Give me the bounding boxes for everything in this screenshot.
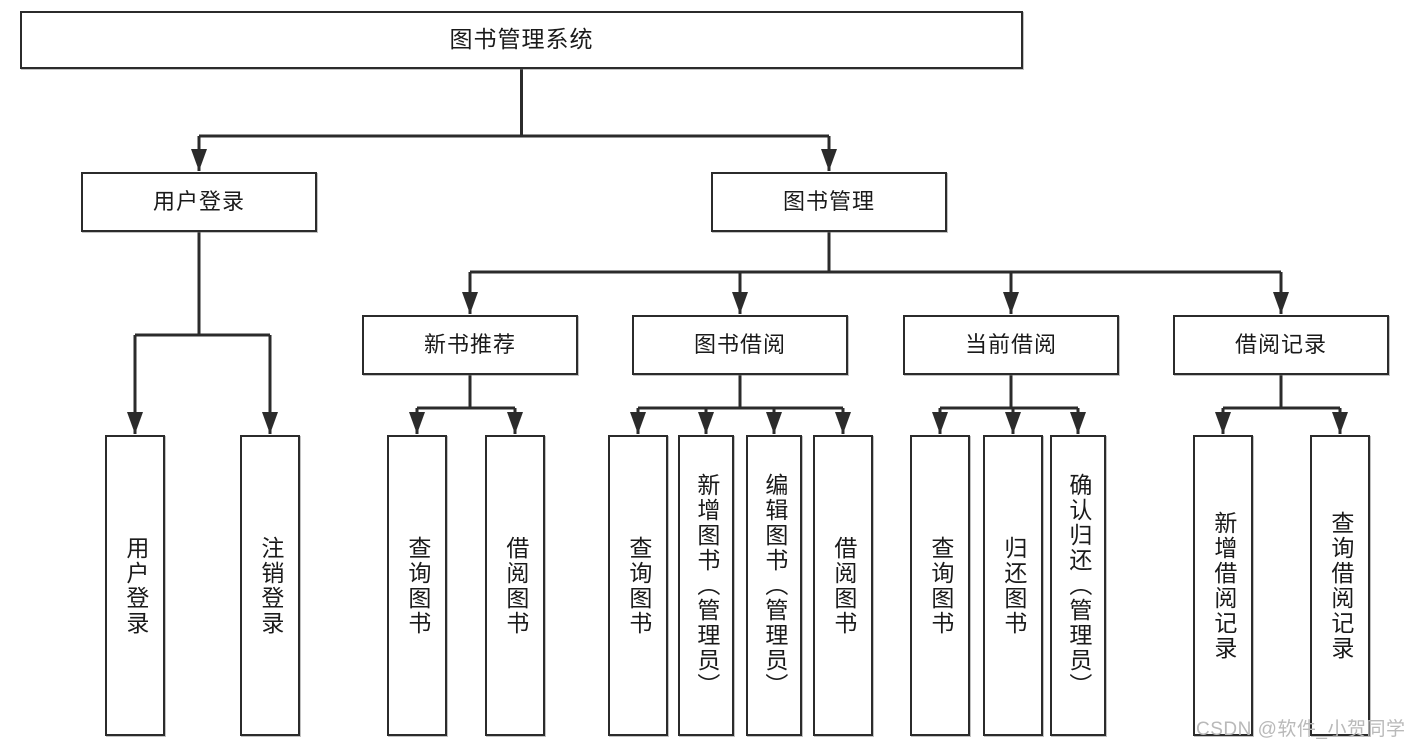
node-leaf-add-record: 新增借阅记录 [1193,435,1253,736]
node-leaf-query-record: 查询借阅记录 [1310,435,1370,736]
node-leaf-user-logout: 注销登录 [240,435,300,736]
node-user-login: 用户登录 [81,172,317,232]
node-leaf-return-book: 归还图书 [983,435,1043,736]
node-label: 编辑图书（管理员） [761,473,788,698]
node-label: 图书管理 [782,188,875,214]
node-leaf-borrow-book-1: 借阅图书 [485,435,545,736]
node-label: 新增借阅记录 [1210,510,1237,661]
node-leaf-query-book-1: 查询图书 [387,435,447,736]
node-label: 当前借阅 [964,331,1057,357]
node-leaf-query-book-2: 查询图书 [608,435,668,736]
node-leaf-add-book: 新增图书（管理员） [678,435,734,736]
node-leaf-borrow-book-2: 借阅图书 [813,435,873,736]
node-label: 图书借阅 [693,331,786,357]
node-label: 注销登录 [257,535,284,636]
node-root: 图书管理系统 [20,11,1023,69]
node-leaf-query-book-3: 查询图书 [910,435,970,736]
node-label: 新书推荐 [423,331,516,357]
node-label: 用户登录 [122,535,149,636]
node-label: 借阅图书 [502,535,529,636]
node-label: 用户登录 [152,188,245,214]
node-label: 查询图书 [404,535,431,636]
node-new-book-rec: 新书推荐 [362,315,578,375]
node-borrow-record: 借阅记录 [1173,315,1389,375]
node-label: 图书管理系统 [449,26,594,53]
node-label: 查询图书 [625,535,652,636]
node-label: 新增图书（管理员） [693,473,720,698]
node-current-borrow: 当前借阅 [903,315,1119,375]
node-label: 借阅图书 [830,535,857,636]
node-book-manage: 图书管理 [711,172,947,232]
csdn-watermark: CSDN @软件_小贺同学 [1196,719,1405,740]
node-leaf-confirm-return: 确认归还（管理员） [1050,435,1106,736]
node-label: 借阅记录 [1234,331,1327,357]
node-leaf-user-login: 用户登录 [105,435,165,736]
node-label: 归还图书 [1000,535,1027,636]
node-leaf-edit-book: 编辑图书（管理员） [746,435,802,736]
node-label: 确认归还（管理员） [1065,473,1092,698]
node-book-borrow: 图书借阅 [632,315,848,375]
node-label: 查询借阅记录 [1327,510,1354,661]
node-label: 查询图书 [927,535,954,636]
